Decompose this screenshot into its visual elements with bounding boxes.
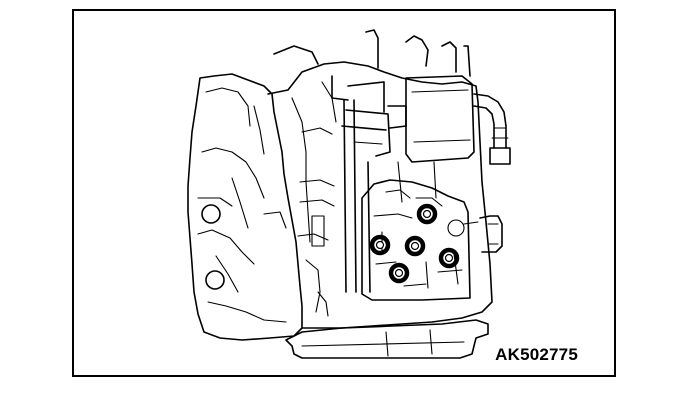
transaxle-illustration: [187, 29, 511, 359]
bolt-4: [438, 247, 460, 269]
bolt-3: [404, 235, 426, 257]
bolt-2: [369, 234, 391, 256]
oil-pan: [285, 319, 489, 359]
valve-body-cylinder: [341, 75, 475, 163]
valve-body-plate: [361, 179, 471, 301]
top-bracket: [273, 29, 471, 113]
figure-frame: AK502775: [72, 9, 616, 377]
figure-code: AK502775: [495, 345, 578, 364]
shift-rods: [343, 99, 437, 293]
elbow-pipe: [473, 93, 511, 165]
bolt-5: [388, 262, 410, 284]
bolt-1: [416, 203, 438, 225]
side-fitting: [447, 215, 503, 253]
converter-housing: [187, 73, 303, 341]
transmission-case: [267, 61, 493, 329]
bolt-group: [369, 203, 460, 284]
